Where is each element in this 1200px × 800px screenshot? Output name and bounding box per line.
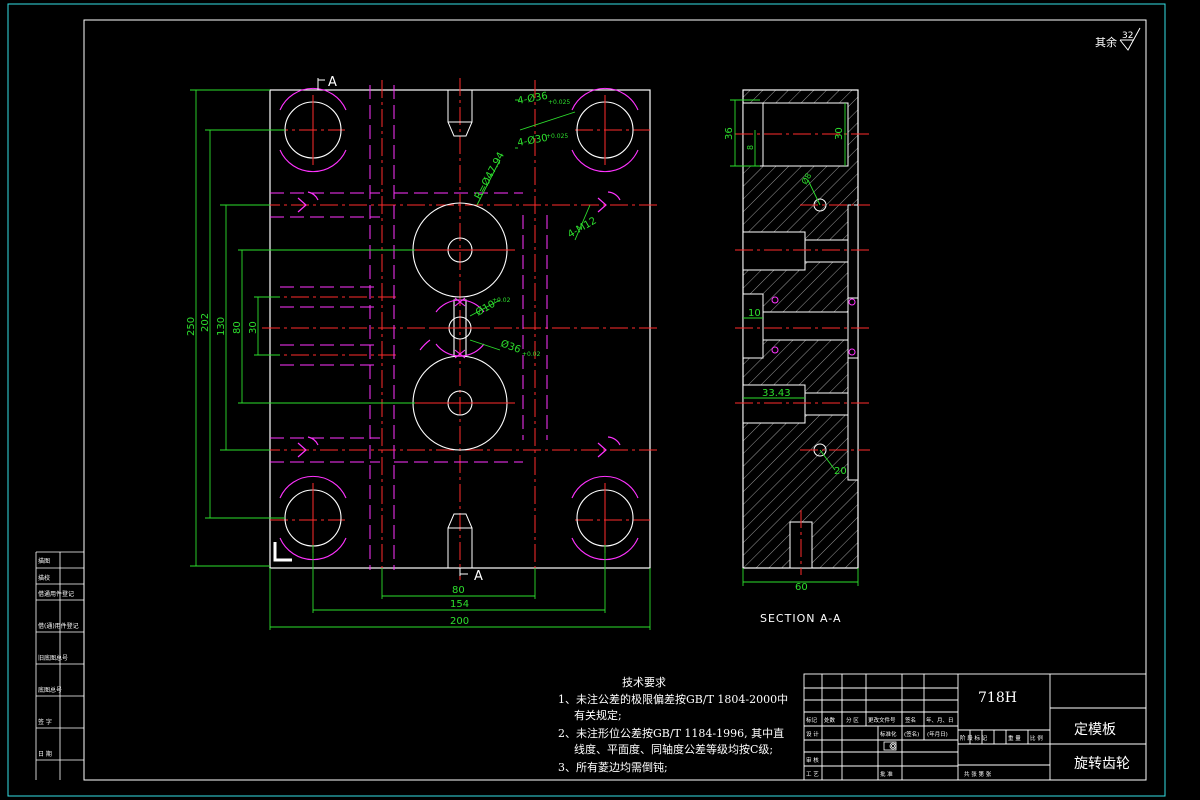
callout-hole-36c: Ø36 — [499, 338, 522, 356]
tech-line-2: 有关规定; — [574, 708, 622, 722]
title-block — [803, 673, 1147, 781]
tb-design: 设 计 — [806, 730, 819, 738]
sec-dim-36: 36 — [724, 127, 735, 140]
projection-symbol-icon — [883, 741, 897, 751]
tb-scale: 比 例 — [1030, 734, 1043, 742]
project-name: 旋转齿轮 — [1074, 756, 1130, 772]
dim-width-80: 80 — [452, 585, 465, 596]
tb-weight: 重 量 — [1008, 734, 1021, 742]
callout-hole-10-tol: +0.02 — [492, 297, 511, 304]
part-name: 定模板 — [1074, 722, 1116, 738]
dim-height-30: 30 — [248, 321, 259, 334]
tb-sign: (签名) — [904, 730, 919, 738]
callout-holes-30: 4-Ø30 — [516, 132, 548, 149]
strip-label-1: 描图 — [38, 557, 50, 565]
section-marker-top: A — [328, 75, 337, 90]
tech-line-3: 2、未注形位公差按GB/T 1184-1996, 其中直 — [558, 726, 784, 740]
strip-label-4: 借(通)用件登记 — [38, 622, 79, 630]
tb-date: (年月日) — [927, 730, 948, 738]
callout-radius: R=Ø47.94 — [472, 150, 507, 201]
sec-dim-33: 33.43 — [762, 388, 791, 399]
tb-header-1: 标记 — [806, 716, 818, 724]
dim-height-80: 80 — [232, 321, 243, 334]
callout-holes-36-tol: +0.025 — [548, 99, 570, 106]
left-strip — [35, 551, 84, 780]
tb-craft: 工 艺 — [806, 771, 819, 778]
strip-label-3: 借通用件登记 — [38, 590, 74, 598]
sec-dim-20: 20 — [834, 466, 847, 477]
outer-frame — [7, 3, 1166, 797]
sec-dim-60: 60 — [795, 582, 808, 593]
strip-label-5: 旧底图总号 — [38, 654, 68, 662]
callout-hole-36c-tol: +0.02 — [522, 351, 541, 358]
finish-label: 其余 — [1095, 35, 1117, 49]
tech-line-5: 3、所有菱边均需倒钝; — [558, 760, 668, 774]
tb-std: 标准化 — [880, 730, 897, 738]
callout-threads: 4-M12 — [566, 215, 599, 240]
tb-stage: 阶 段 标 记 — [960, 734, 988, 742]
tech-line-4: 线度、平面度、同轴度公差等级均按C级; — [574, 742, 773, 756]
strip-label-6: 底图总号 — [38, 686, 62, 694]
dim-height-130: 130 — [216, 317, 227, 336]
section-title: SECTION A-A — [760, 612, 842, 625]
sec-dim-10: 10 — [748, 308, 761, 319]
section-marker-bottom: A — [474, 569, 483, 584]
dim-height-250: 250 — [186, 317, 197, 336]
strip-label-8: 日 期 — [38, 750, 52, 758]
surface-finish-symbol: 其余 32 — [1095, 27, 1141, 51]
dim-width-154: 154 — [450, 599, 469, 610]
tech-requirements: 技术要求 1、未注公差的极限偏差按GB/T 1804-2000中 有关规定; 2… — [558, 676, 788, 774]
strip-label-7: 签 字 — [38, 718, 52, 726]
tb-header-6: 年、月、日 — [926, 716, 954, 724]
tb-header-2: 处数 — [824, 716, 836, 724]
section-view: 36 8 30 Ø8 10 33.43 20 60 SECTION A-A — [724, 89, 870, 625]
reference-mark — [273, 542, 292, 562]
tech-line-1: 1、未注公差的极限偏差按GB/T 1804-2000中 — [558, 692, 788, 706]
tb-header-4: 更改文件号 — [868, 716, 896, 724]
sec-dim-8: 8 — [746, 145, 755, 150]
tb-review: 审 核 — [806, 756, 819, 764]
tb-header-5: 签名 — [905, 716, 916, 724]
plan-view: A A — [186, 75, 660, 630]
inner-frame — [83, 19, 1147, 781]
material-label: 718H — [978, 690, 1017, 706]
finish-value: 32 — [1122, 31, 1133, 41]
tb-sheet: 共 张 第 张 — [964, 770, 992, 778]
tb-header-3: 分 区 — [846, 716, 859, 724]
dim-width-200: 200 — [450, 616, 469, 627]
callout-holes-36: 4-Ø36 — [516, 90, 548, 107]
tech-title: 技术要求 — [622, 676, 666, 689]
strip-label-2: 描校 — [38, 574, 50, 582]
dim-height-202: 202 — [200, 313, 211, 332]
sec-dim-8b: Ø8 — [799, 171, 813, 186]
tb-approve: 批 准 — [880, 770, 893, 778]
sec-dim-30: 30 — [834, 127, 845, 140]
callout-holes-30-tol: +0.025 — [546, 133, 568, 140]
